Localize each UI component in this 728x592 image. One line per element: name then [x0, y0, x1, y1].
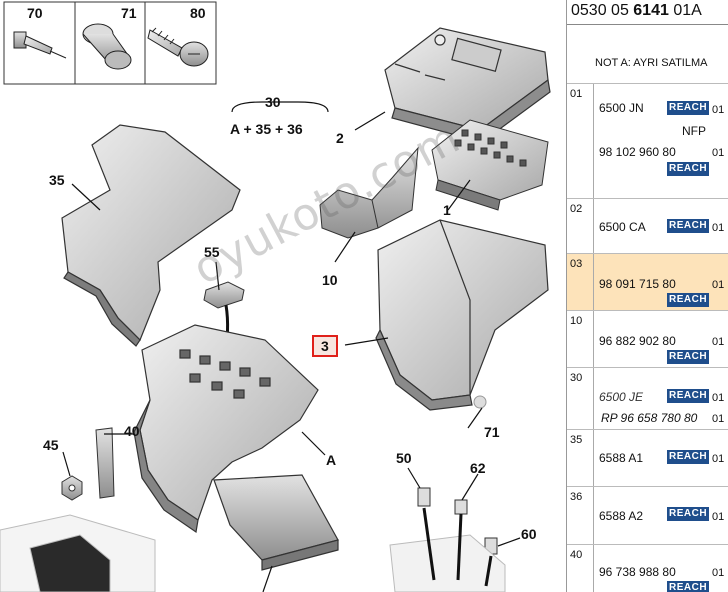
note-text: NOT A: AYRI SATILMA [595, 57, 708, 69]
quantity: 01 [712, 567, 725, 579]
callout-45: 45 [43, 437, 59, 453]
part-row-35[interactable]: 35 6588 A1 REACH 01 [567, 429, 728, 487]
callout-80: 80 [190, 5, 206, 21]
quantity: 01 [712, 453, 725, 465]
fuses-drawing [389, 487, 506, 592]
cover-part-35-drawing [61, 124, 241, 347]
screw-80-drawing [147, 27, 209, 67]
reach-badge: REACH [667, 101, 710, 115]
fusebox-part-1-drawing [431, 119, 549, 211]
quantity-alt: 01 [712, 413, 725, 425]
part-row-01[interactable]: 01 6500 JN REACH 01 NFP 98 102 960 80 01… [567, 83, 728, 199]
part-code[interactable]: 96 882 902 80 [599, 334, 676, 348]
clip-71-drawing [82, 23, 132, 70]
part-row-03-selected[interactable]: 03 98 091 715 80 01 REACH [567, 253, 728, 311]
callout-71: 71 [121, 5, 137, 21]
callout-1: 1 [443, 202, 451, 218]
callout-55: 55 [204, 244, 220, 260]
exploded-view-drawing [0, 1, 551, 592]
reach-badge-alt: REACH [667, 162, 710, 176]
reach-badge: REACH [667, 293, 710, 307]
part-code-alt[interactable]: 98 102 960 80 [599, 145, 676, 159]
part-row-36[interactable]: 36 6588 A2 REACH 01 [567, 486, 728, 545]
callout-50: 50 [396, 450, 412, 466]
callout-40: 40 [124, 423, 140, 439]
row-index: 36 [570, 491, 583, 503]
nut-part-45-drawing [61, 475, 83, 501]
clip-71-small-drawing [473, 395, 487, 409]
row-index: 01 [570, 88, 583, 100]
fastener-legend [3, 1, 217, 85]
callout-35: 35 [49, 172, 65, 188]
reach-badge: REACH [667, 389, 710, 403]
row-index: 40 [570, 549, 583, 561]
reference-number: 0530 05 6141 01A [571, 2, 702, 19]
callout-10: 10 [322, 272, 338, 288]
quantity: 01 [712, 279, 725, 291]
quantity: 01 [712, 104, 725, 116]
callout-3-highlighted[interactable]: 3 [312, 335, 338, 357]
rivet-70-drawing [13, 31, 67, 59]
reach-badge: REACH [667, 450, 710, 464]
quantity-alt: 01 [712, 147, 725, 159]
callout-30-formula: A + 35 + 36 [230, 121, 303, 137]
row-index: 03 [570, 258, 583, 270]
callout-70: 70 [27, 5, 43, 21]
part-code[interactable]: 6500 JE [599, 390, 644, 404]
parts-list-panel: 0530 05 6141 01A NOT A: AYRI SATILMA 01 … [566, 0, 728, 592]
bracket-part-10-drawing [319, 146, 419, 239]
header-divider [567, 24, 728, 25]
reach-badge: REACH [667, 581, 710, 592]
quantity: 01 [712, 222, 725, 234]
row-index: 10 [570, 315, 583, 327]
nfp-label: NFP [682, 124, 706, 138]
callout-71-clip: 71 [484, 424, 500, 440]
part-row-40[interactable]: 40 96 738 988 80 01 REACH [567, 544, 728, 592]
reach-badge: REACH [667, 219, 710, 233]
part-code[interactable]: 98 091 715 80 [599, 277, 676, 291]
callout-62: 62 [470, 460, 486, 476]
callout-2: 2 [336, 130, 344, 146]
quantity: 01 [712, 392, 725, 404]
reach-badge: REACH [667, 507, 710, 521]
part-row-02[interactable]: 02 6500 CA REACH 01 [567, 198, 728, 254]
quantity: 01 [712, 336, 725, 348]
part-code[interactable]: 6588 A2 [599, 509, 644, 523]
callout-30: 30 [265, 94, 281, 110]
part-code[interactable]: 6588 A1 [599, 451, 644, 465]
part-code[interactable]: 6500 JN [599, 101, 644, 115]
callout-60: 60 [521, 526, 537, 542]
part-code[interactable]: 96 738 988 80 [599, 565, 676, 579]
battery-drawing [0, 514, 156, 592]
row-index: 02 [570, 203, 583, 215]
leader-lines [62, 101, 521, 592]
part-code[interactable]: 6500 CA [599, 220, 646, 234]
quantity: 01 [712, 511, 725, 523]
parts-diagram: 70 71 80 30 A + 35 + 36 2 1 10 3 35 55 4… [0, 1, 551, 592]
part-row-30[interactable]: 30 6500 JE REACH 01 RP 96 658 780 80 01 [567, 367, 728, 430]
mainbox-part-A-drawing [133, 324, 339, 571]
housing-part-3-drawing [375, 219, 549, 411]
part-code-alt[interactable]: RP 96 658 780 80 [601, 411, 698, 425]
row-index: 30 [570, 372, 583, 384]
callout-A: A [326, 452, 337, 468]
bracket-part-40-drawing [95, 427, 115, 499]
part-row-10[interactable]: 10 96 882 902 80 01 REACH [567, 310, 728, 368]
row-index: 35 [570, 434, 583, 446]
reach-badge: REACH [667, 350, 710, 364]
cover-part-2-drawing [384, 27, 551, 143]
